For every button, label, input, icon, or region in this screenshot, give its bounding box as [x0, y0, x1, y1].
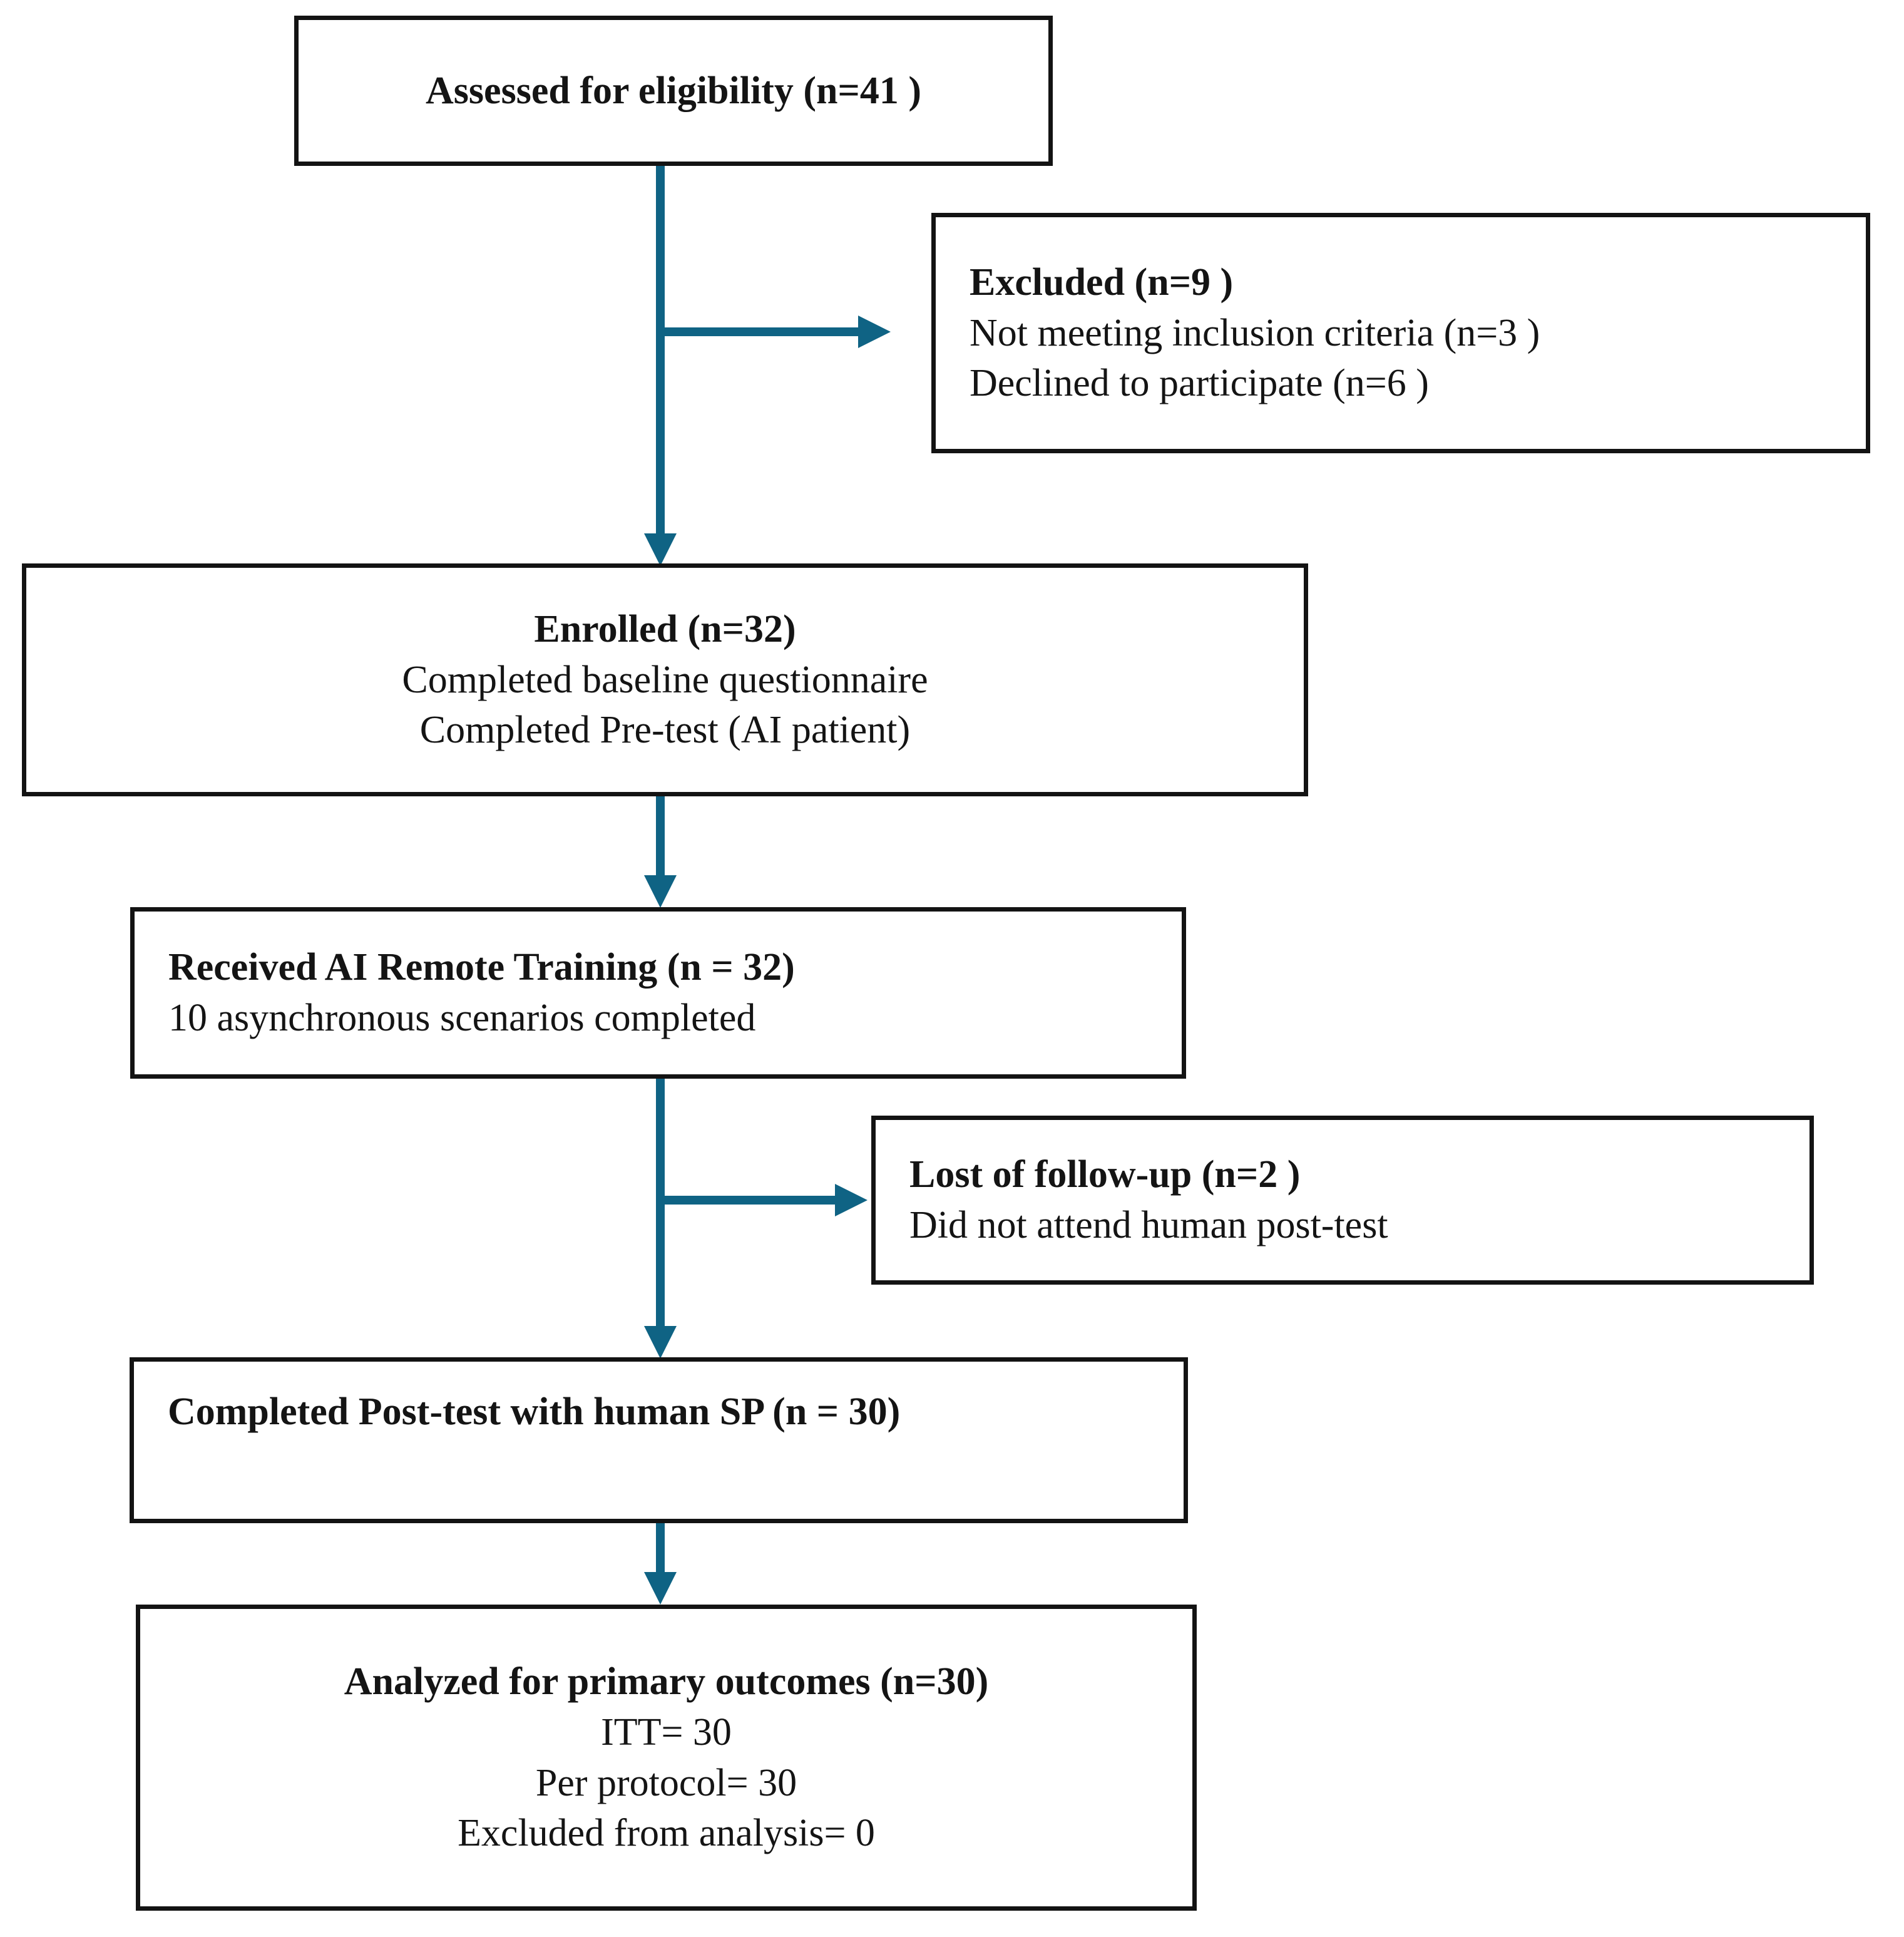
arrowhead-down-to-posttest — [644, 1326, 677, 1359]
arrowhead-down-to-analyzed — [644, 1572, 677, 1605]
connector-assessed-to-excluded — [656, 327, 859, 336]
node-enrolled: Enrolled (n=32) Completed baseline quest… — [22, 563, 1308, 796]
connector-enrolled-to-training — [656, 796, 665, 878]
node-analyzed-primary-outcomes: Analyzed for primary outcomes (n=30) ITT… — [136, 1605, 1197, 1911]
node-analyzed-line-1: Analyzed for primary outcomes (n=30) — [344, 1660, 989, 1703]
node-lost-of-follow-up: Lost of follow-up (n=2 ) Did not attend … — [871, 1116, 1814, 1285]
node-training-line-1: Received AI Remote Training (n = 32) — [168, 946, 795, 989]
arrowhead-down-to-training — [644, 875, 677, 908]
node-excluded-line-2: Not meeting inclusion criteria (n=3 ) — [970, 311, 1540, 354]
node-assessed-line-1: Assessed for eligibility (n=41 ) — [426, 69, 921, 112]
node-enrolled-line-3: Completed Pre-test (AI patient) — [419, 709, 911, 752]
node-enrolled-line-1: Enrolled (n=32) — [534, 608, 796, 651]
arrowhead-right-to-lost — [835, 1184, 868, 1216]
node-completed-post-test: Completed Post-test with human SP (n = 3… — [130, 1357, 1188, 1523]
node-analyzed-line-4: Excluded from analysis= 0 — [458, 1812, 875, 1855]
arrowhead-right-to-excluded — [858, 316, 891, 348]
node-lost-line-1: Lost of follow-up (n=2 ) — [909, 1153, 1301, 1196]
node-assessed-for-eligibility: Assessed for eligibility (n=41 ) — [294, 16, 1053, 166]
arrowhead-down-to-enrolled — [644, 533, 677, 566]
node-analyzed-line-3: Per protocol= 30 — [535, 1761, 797, 1804]
node-enrolled-line-2: Completed baseline questionnaire — [402, 658, 928, 701]
connector-training-to-lost — [656, 1196, 836, 1205]
node-training-line-2: 10 asynchronous scenarios completed — [168, 997, 756, 1039]
node-lost-line-2: Did not attend human post-test — [909, 1204, 1388, 1246]
node-analyzed-line-2: ITT= 30 — [601, 1710, 732, 1754]
connector-posttest-to-analyzed — [656, 1523, 665, 1575]
node-excluded: Excluded (n=9 ) Not meeting inclusion cr… — [931, 213, 1870, 453]
node-posttest-line-1: Completed Post-test with human SP (n = 3… — [168, 1390, 901, 1433]
connector-assessed-to-enrolled — [656, 165, 665, 535]
node-excluded-line-1: Excluded (n=9 ) — [970, 261, 1234, 304]
node-excluded-line-3: Declined to participate (n=6 ) — [970, 362, 1429, 405]
node-received-ai-remote-training: Received AI Remote Training (n = 32) 10 … — [130, 907, 1186, 1079]
